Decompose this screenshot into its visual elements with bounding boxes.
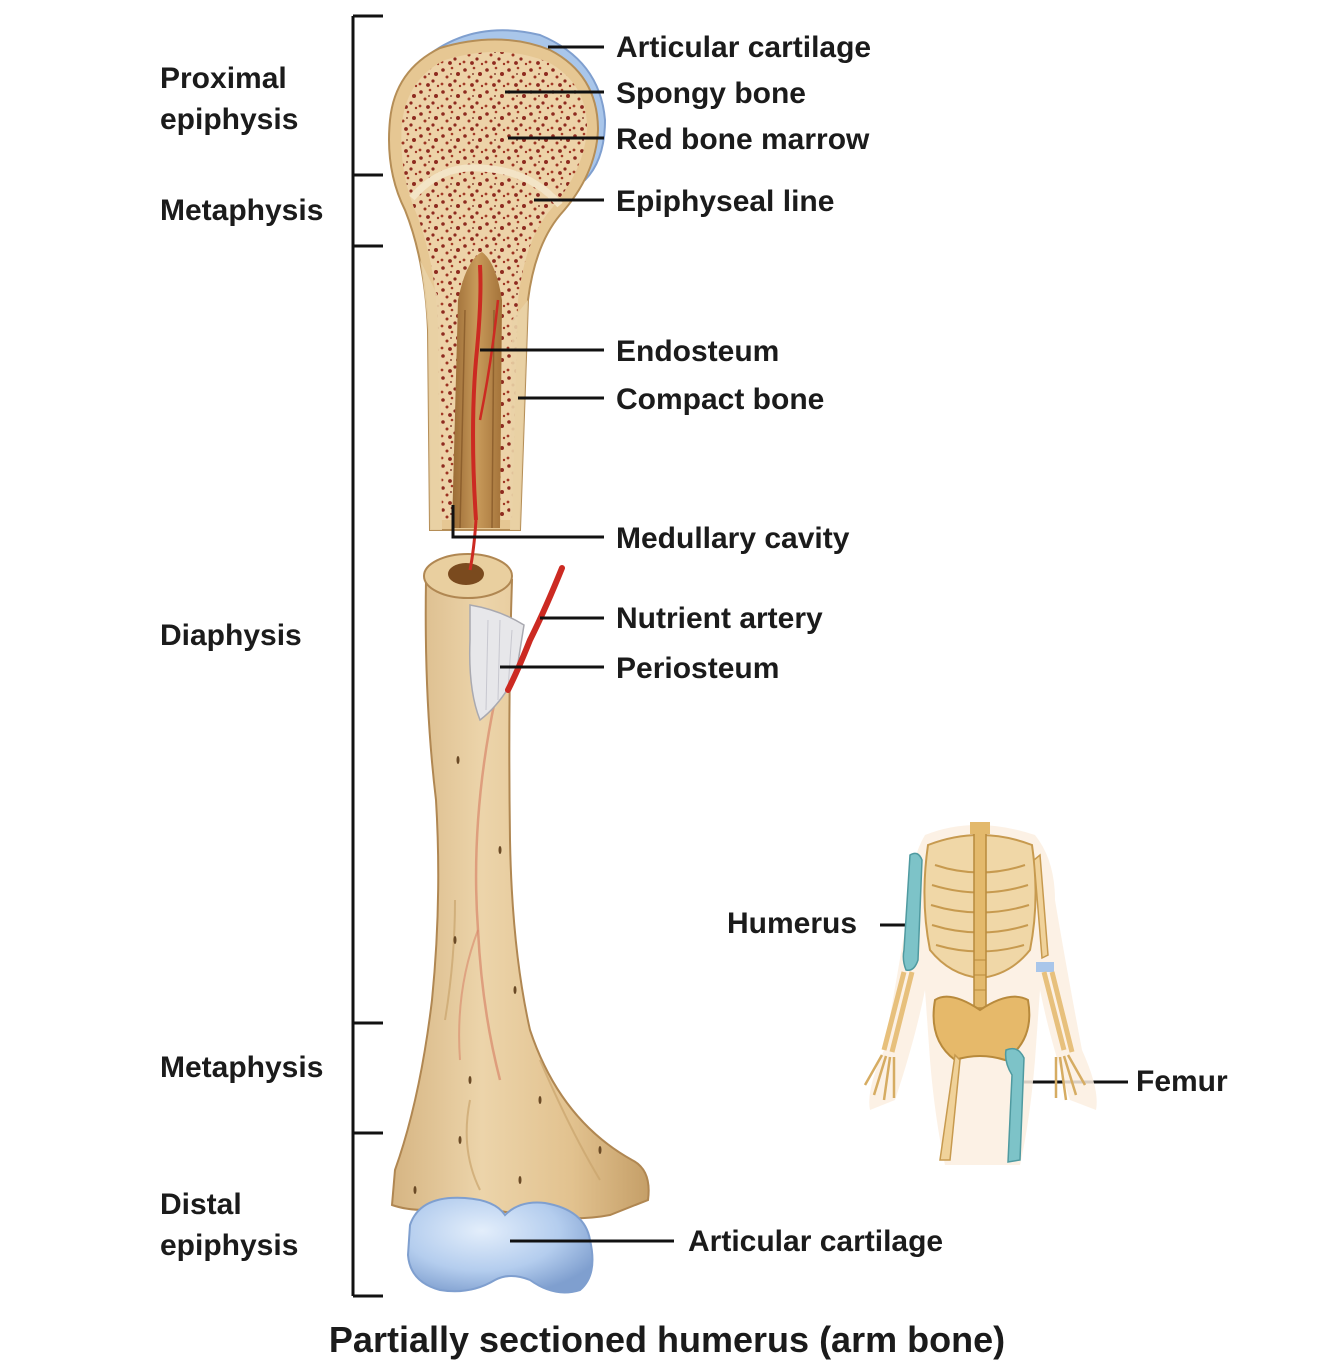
nutrient-artery-vessel — [505, 565, 565, 693]
region-metaphysis-bottom: Metaphysis — [160, 1051, 323, 1084]
label-articular-cartilage-top: Articular cartilage — [616, 31, 871, 64]
medullary-cavity-upper — [452, 252, 502, 528]
label-periosteum: Periosteum — [616, 652, 779, 685]
skeleton-inset — [863, 822, 1097, 1165]
label-femur: Femur — [1136, 1065, 1228, 1098]
label-red-bone-marrow: Red bone marrow — [616, 123, 870, 156]
label-medullary-cavity: Medullary cavity — [616, 522, 850, 555]
diaphysis-shaft — [390, 579, 650, 1220]
distal-bone — [390, 519, 650, 1294]
label-articular-cartilage-bottom: Articular cartilage — [688, 1225, 943, 1258]
figure-caption: Partially sectioned humerus (arm bone) — [329, 1319, 1005, 1360]
epiphyseal-line-mark — [409, 164, 563, 208]
region-metaphysis-top: Metaphysis — [160, 194, 323, 227]
humerus-highlight — [902, 852, 923, 972]
region-bracket — [351, 14, 383, 1298]
femur-highlight — [1004, 1047, 1025, 1163]
label-compact-bone: Compact bone — [616, 383, 824, 416]
label-endosteum: Endosteum — [616, 335, 779, 368]
label-humerus: Humerus — [727, 907, 857, 940]
distal-articular-cartilage — [406, 1196, 594, 1294]
region-diaphysis: Diaphysis — [160, 619, 302, 652]
region-proximal-epiphysis: Proximal epiphysis — [160, 62, 298, 136]
label-spongy-bone: Spongy bone — [616, 77, 806, 110]
proximal-section — [388, 29, 607, 531]
label-epiphyseal-line: Epiphyseal line — [616, 185, 834, 218]
periosteum-flap — [468, 604, 525, 722]
region-distal-epiphysis: Distal epiphysis — [160, 1188, 298, 1262]
label-nutrient-artery: Nutrient artery — [616, 602, 823, 635]
artery-upper — [471, 264, 483, 521]
